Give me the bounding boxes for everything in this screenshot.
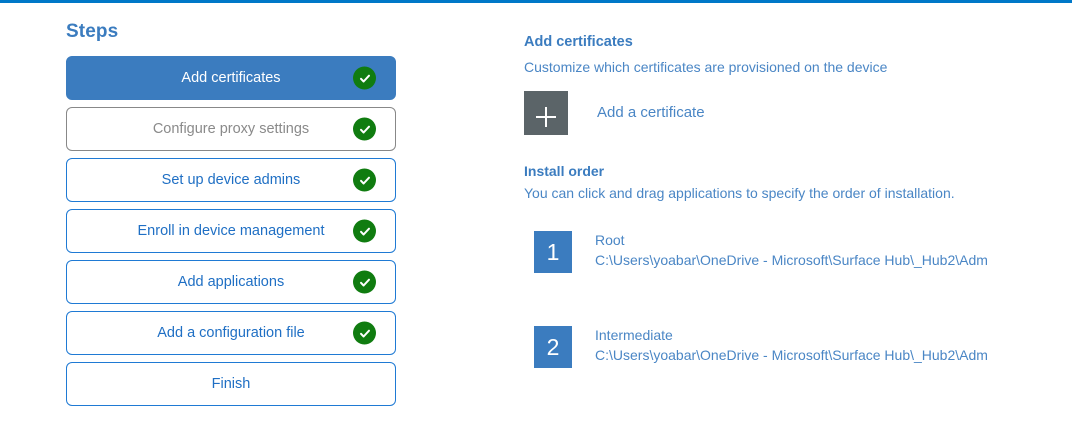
step-label: Set up device admins — [161, 172, 301, 188]
add-a-certificate-label: Add a certificate — [597, 104, 705, 121]
step-label: Enroll in device management — [137, 223, 325, 239]
detail-title: Add certificates — [524, 34, 633, 50]
detail-subtitle: Customize which certificates are provisi… — [524, 59, 888, 75]
step-button-add-a-configuration-file[interactable]: Add a configuration file — [66, 311, 396, 355]
step-label: Finish — [211, 376, 251, 392]
check-circle-icon — [353, 219, 376, 243]
step-label: Configure proxy settings — [152, 121, 310, 137]
install-order-number: 2 — [534, 326, 572, 368]
step-button-configure-proxy-settings[interactable]: Configure proxy settings — [66, 107, 396, 151]
install-order-name: Root — [595, 232, 625, 248]
install-order-number: 1 — [534, 231, 572, 273]
check-circle-icon — [353, 270, 376, 294]
step-button-add-applications[interactable]: Add applications — [66, 260, 396, 304]
plus-icon — [524, 91, 568, 135]
install-order-path: C:\Users\yoabar\OneDrive - Microsoft\Sur… — [595, 252, 988, 268]
install-order-path: C:\Users\yoabar\OneDrive - Microsoft\Sur… — [595, 347, 988, 363]
step-label: Add certificates — [181, 70, 281, 86]
install-order-item[interactable]: 1 Root C:\Users\yoabar\OneDrive - Micros… — [524, 231, 1072, 280]
install-order-list: 1 Root C:\Users\yoabar\OneDrive - Micros… — [524, 231, 1072, 421]
check-circle-icon — [353, 117, 376, 141]
install-order-text: Root C:\Users\yoabar\OneDrive - Microsof… — [595, 231, 1023, 270]
install-order-title: Install order — [524, 163, 605, 179]
install-order-text: Intermediate C:\Users\yoabar\OneDrive - … — [595, 326, 1023, 365]
steps-heading: Steps — [66, 21, 119, 42]
steps-panel: Steps Add certificates Configure proxy s… — [66, 21, 396, 413]
check-circle-icon — [353, 66, 376, 90]
step-button-enroll-in-device-management[interactable]: Enroll in device management — [66, 209, 396, 253]
install-order-name: Intermediate — [595, 327, 673, 343]
check-circle-icon — [353, 168, 376, 192]
detail-pane: Add certificates Customize which certifi… — [524, 3, 1072, 443]
check-circle-icon — [353, 321, 376, 345]
step-button-add-certificates[interactable]: Add certificates — [66, 56, 396, 100]
step-label: Add applications — [177, 274, 285, 290]
page-root: Steps Add certificates Configure proxy s… — [0, 3, 1072, 443]
step-button-finish[interactable]: Finish — [66, 362, 396, 406]
step-label: Add a configuration file — [157, 325, 305, 341]
step-button-set-up-device-admins[interactable]: Set up device admins — [66, 158, 396, 202]
install-order-item[interactable]: 2 Intermediate C:\Users\yoabar\OneDrive … — [524, 326, 1072, 375]
add-a-certificate-button[interactable]: Add a certificate — [524, 91, 705, 135]
top-accent-rule — [0, 0, 1072, 3]
install-order-subtitle: You can click and drag applications to s… — [524, 185, 955, 201]
